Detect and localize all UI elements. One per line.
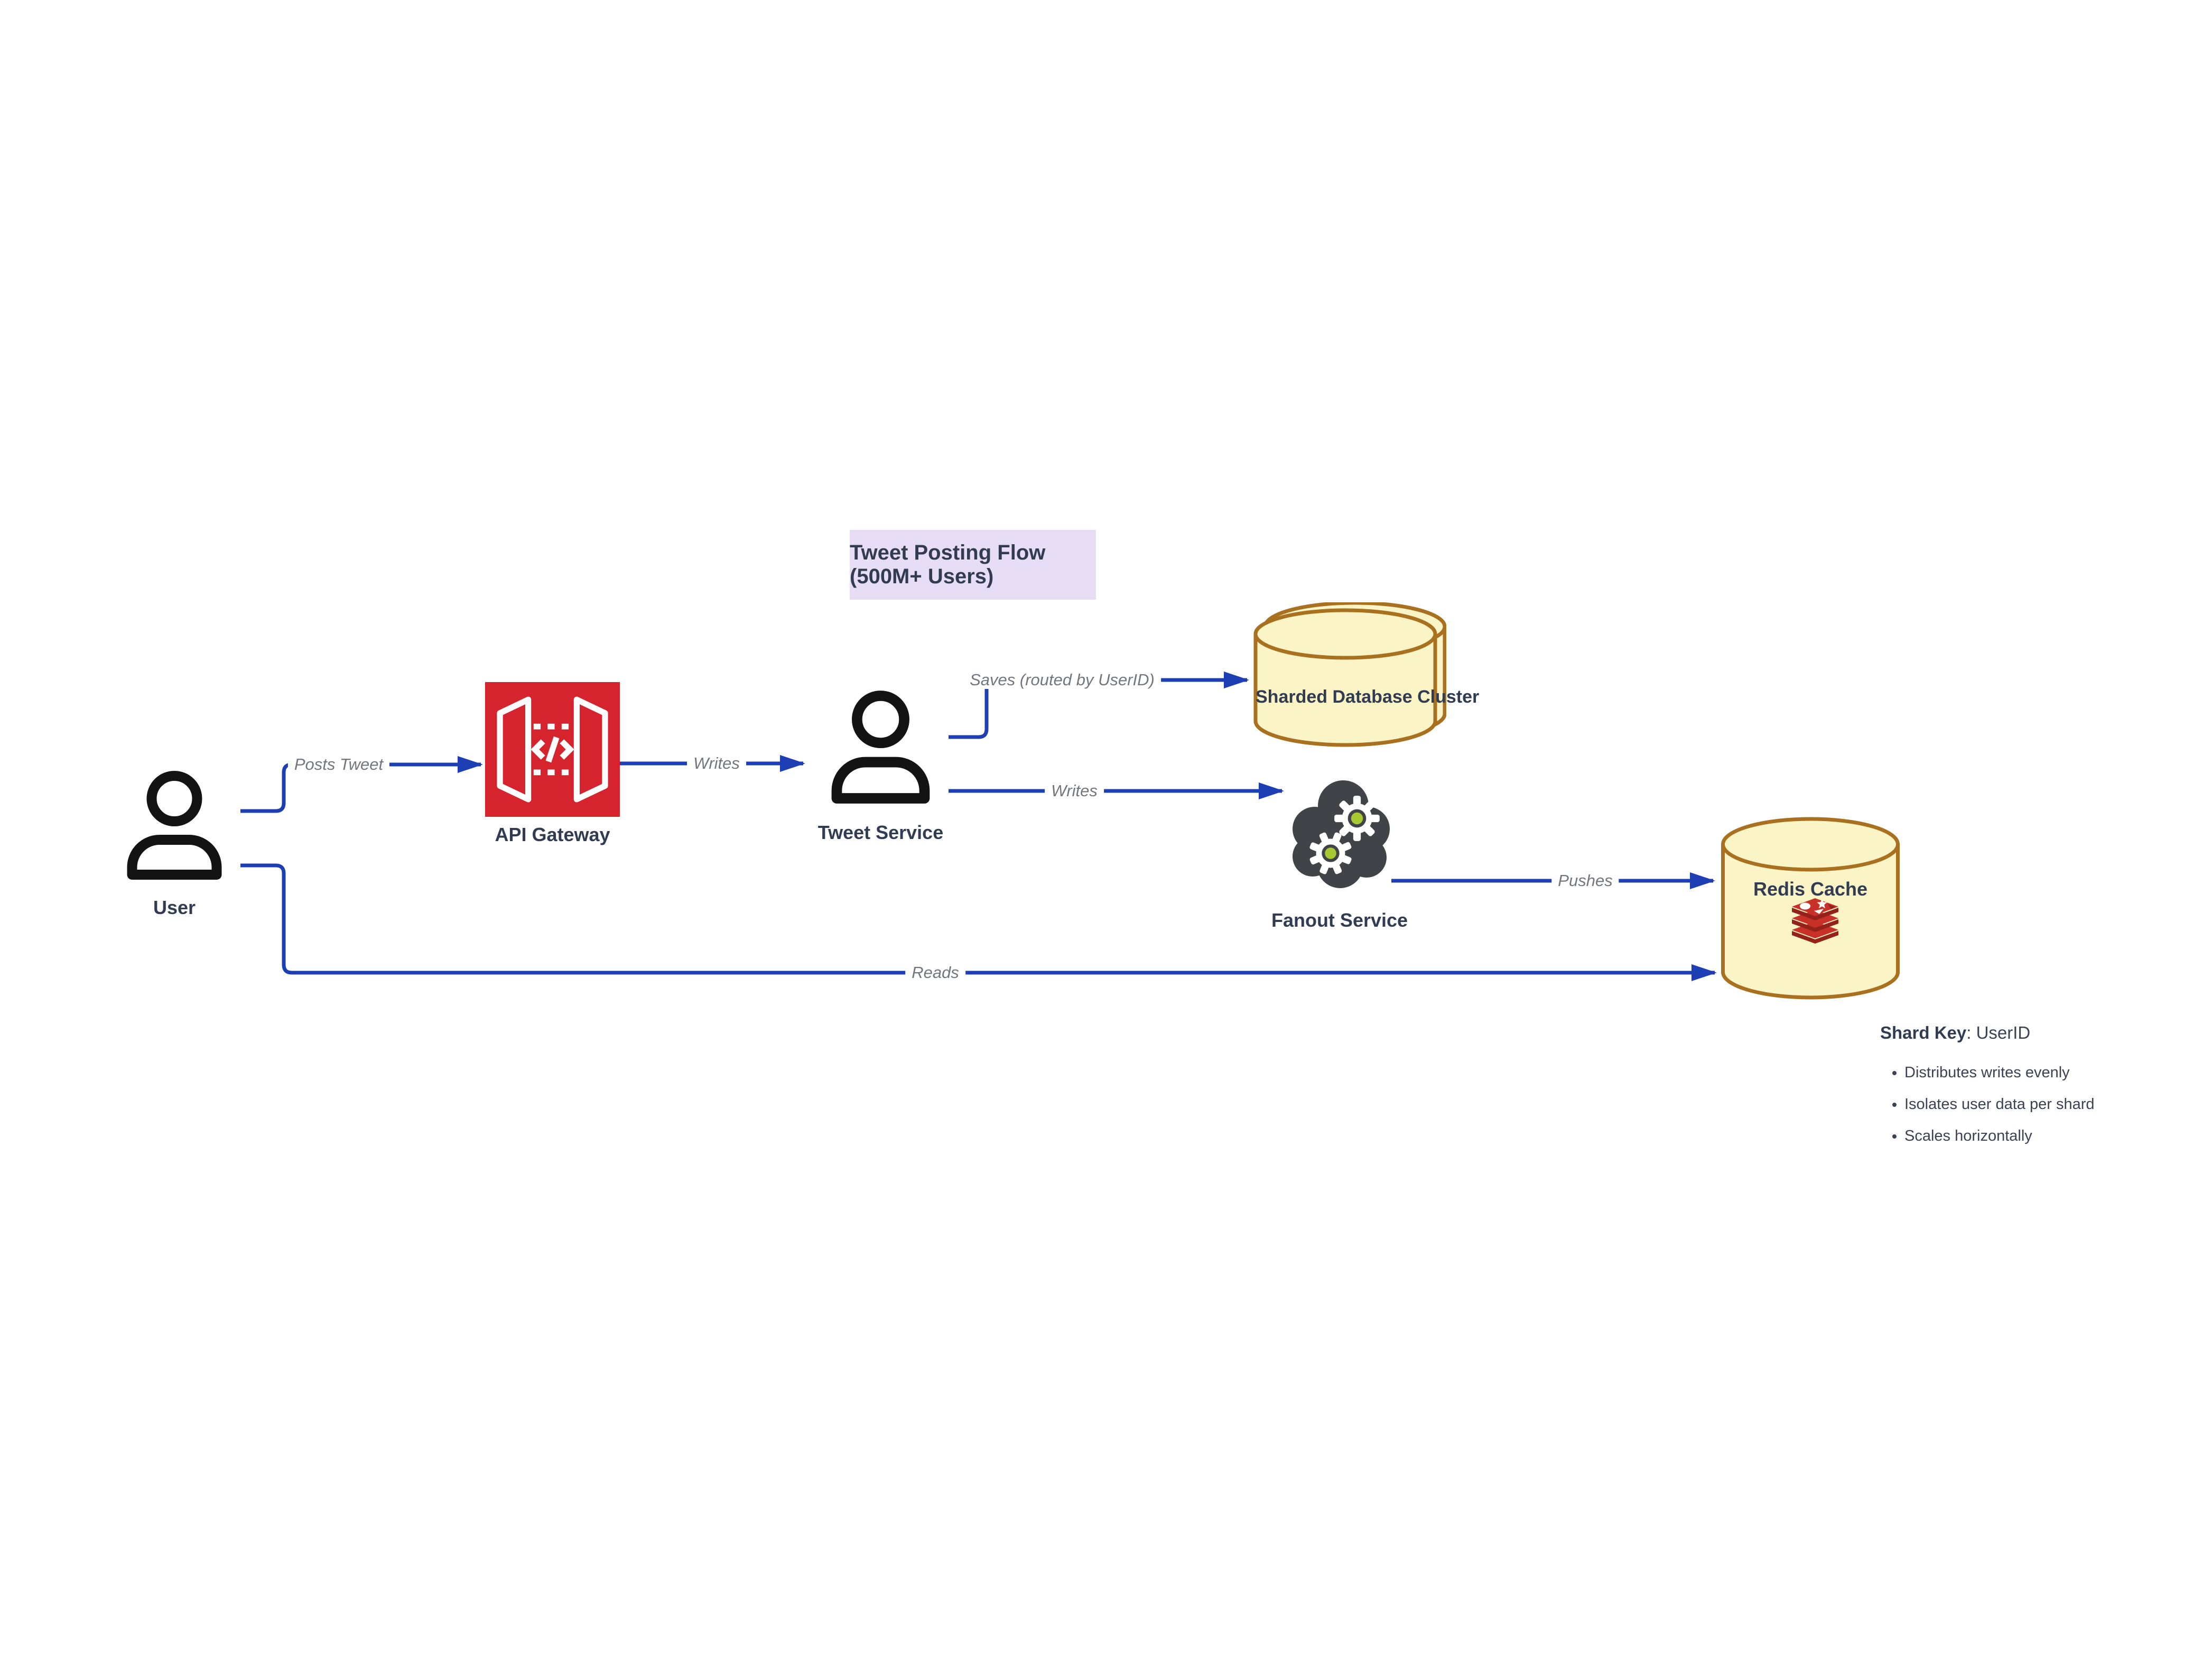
diagram-title: Tweet Posting Flow (500M+ Users) [850, 530, 1096, 600]
edge-label-pushes: Pushes [1551, 871, 1619, 890]
sharded-db-label: Sharded Database Cluster [1256, 687, 1480, 707]
shard-key-heading: Shard Key: UserID [1880, 1023, 2094, 1043]
redis-logo-icon [1789, 898, 1842, 947]
edge-label-writes-2: Writes [1045, 781, 1104, 800]
api-gateway-icon [485, 682, 620, 817]
fanout-label: Fanout Service [1271, 909, 1408, 931]
edge-label-reads: Reads [905, 963, 965, 982]
shard-key-bullet: Distributes writes evenly [1904, 1061, 2094, 1085]
sharded-db-node [1253, 601, 1447, 753]
edge-reads [240, 863, 1717, 981]
edge-label-saves: Saves (routed by UserID) [963, 670, 1161, 689]
left-door-shape [497, 696, 532, 803]
edge-label-posts-tweet: Posts Tweet [287, 755, 390, 774]
person-icon [127, 771, 222, 880]
api-gateway-node [485, 682, 620, 817]
code-chevron-right [560, 739, 574, 760]
redis-label: Redis Cache [1753, 878, 1868, 900]
edge-label-writes-1: Writes [687, 754, 746, 773]
user-node [125, 770, 224, 881]
cloud-gears-icon [1293, 780, 1390, 888]
tweet-service-label: Tweet Service [817, 822, 944, 843]
shard-key-heading-rest: : UserID [1966, 1023, 2031, 1042]
database-cluster-cylinder-icon [1253, 601, 1447, 747]
front-cylinder-shape [1253, 608, 1437, 747]
shard-key-note: Shard Key: UserID Distributes writes eve… [1880, 1023, 2094, 1156]
gear-icon [1334, 796, 1380, 841]
redis-slab-top [1792, 898, 1838, 920]
user-label: User [153, 897, 196, 918]
tweet-service-node [830, 690, 932, 805]
right-door-shape [573, 696, 608, 803]
shard-key-bullet: Isolates user data per shard [1904, 1093, 2094, 1116]
fanout-node [1288, 777, 1392, 894]
shard-key-bullet: Scales horizontally [1904, 1124, 2094, 1148]
api-gateway-label: API Gateway [495, 824, 610, 845]
shard-key-heading-bold: Shard Key [1880, 1023, 1967, 1042]
code-chevron-left [531, 739, 545, 760]
person-icon [831, 691, 930, 804]
shard-key-bullet-list: Distributes writes evenly Isolates user … [1880, 1061, 2094, 1148]
